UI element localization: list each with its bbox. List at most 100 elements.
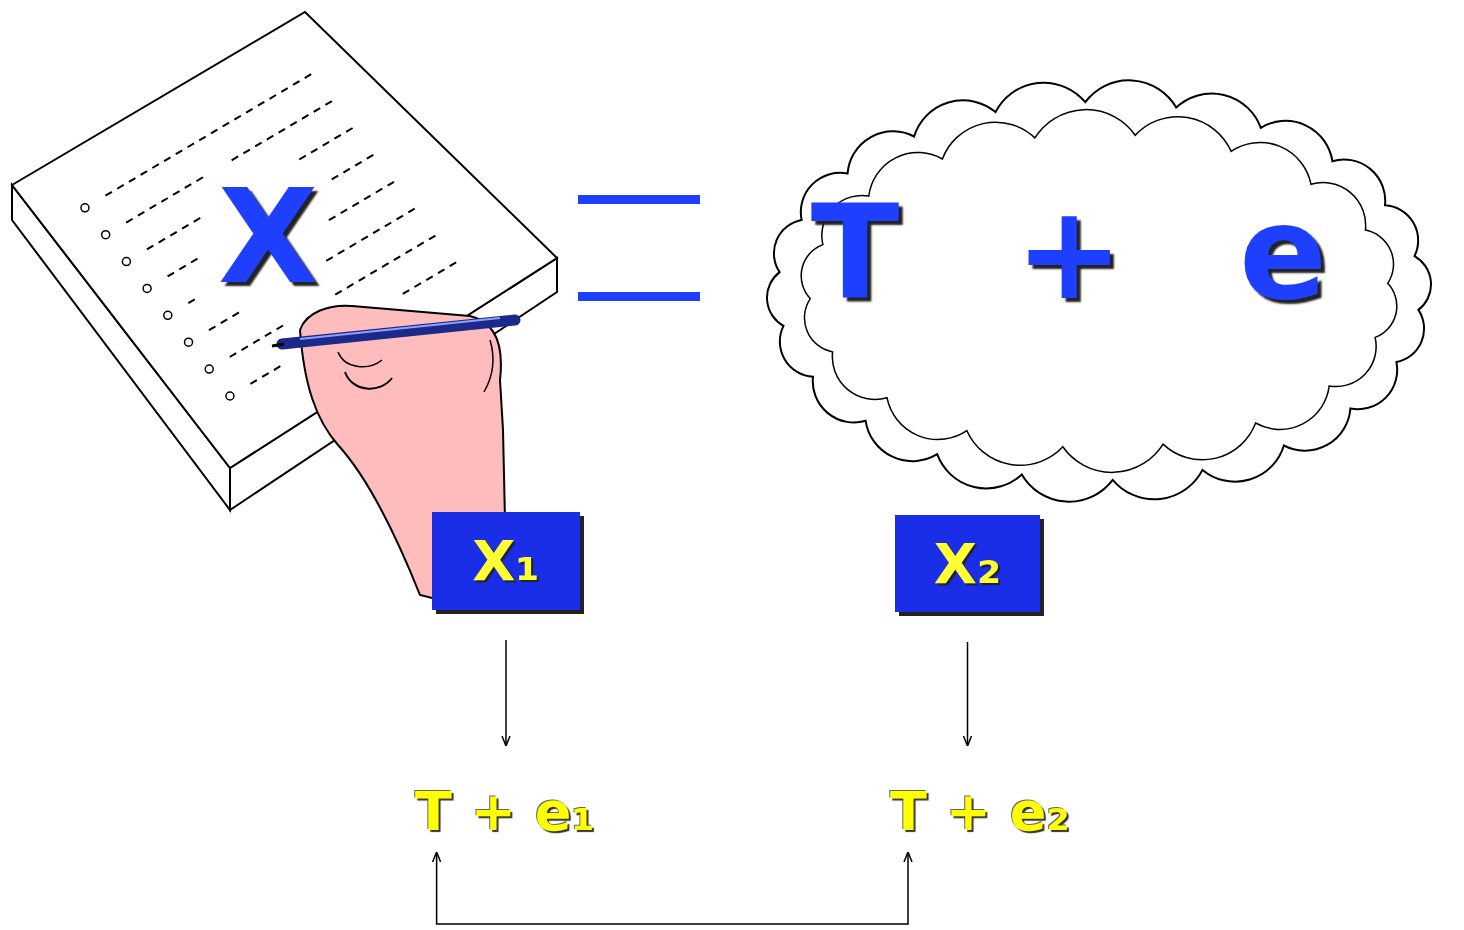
sheet-scribble — [311, 149, 317, 153]
answer-bubble — [122, 258, 130, 266]
sheet-scribble — [415, 283, 421, 287]
sheet-scribble — [168, 273, 174, 277]
sheet-scribble — [370, 270, 376, 274]
sheet-scribble — [188, 299, 194, 303]
sheet-scribble — [170, 232, 176, 236]
answer-bubble — [185, 338, 193, 346]
sheet-scribble — [164, 157, 170, 161]
sheet-scribble — [438, 269, 444, 273]
sheet-scribble — [176, 150, 182, 154]
sheet-scribble — [323, 142, 329, 146]
answer-bubble — [81, 204, 89, 212]
connector-arrow — [505, 640, 507, 745]
sheet-scribble — [191, 259, 197, 263]
sheet-scribble — [408, 209, 414, 213]
sheet-scribble — [281, 88, 287, 92]
sheet-scribble — [305, 74, 311, 78]
observed-score-symbol: X — [218, 172, 318, 302]
sheet-scribble — [241, 346, 247, 350]
sheet-scribble — [188, 143, 194, 147]
sheet-scribble — [223, 123, 229, 127]
sheet-scribble — [293, 81, 299, 85]
sheet-scribble — [138, 212, 144, 216]
sheet-scribble — [347, 284, 353, 288]
cloud-outer — [767, 80, 1431, 501]
cloud-text: T + e — [811, 188, 1327, 318]
score-decomposition: T + e₂ — [855, 772, 1105, 852]
answer-bubble — [143, 284, 151, 292]
sheet-scribble — [429, 236, 435, 240]
connector-arrow — [437, 853, 908, 924]
sheet-scribble — [258, 102, 264, 106]
sheet-scribble — [385, 222, 391, 226]
sheet-scribble — [250, 380, 256, 384]
sheet-scribble — [274, 366, 280, 370]
sheet-scribble — [302, 115, 308, 119]
formula-text: T + e₂ — [890, 785, 1070, 839]
sheet-scribble — [159, 239, 165, 243]
sheet-scribble — [277, 326, 283, 330]
answer-bubble — [164, 311, 172, 319]
sheet-scribble — [364, 196, 370, 200]
sheet-scribble — [194, 218, 200, 222]
sheet-scribble — [397, 216, 403, 220]
sheet-scribble — [179, 266, 185, 270]
sheet-scribble — [185, 184, 191, 188]
sheet-scribble — [338, 250, 344, 254]
thought-cloud: T + e — [738, 62, 1460, 520]
sheet-scribble — [161, 198, 167, 202]
sheet-scribble — [211, 130, 217, 134]
sheet-scribble — [232, 312, 238, 316]
sheet-scribble — [150, 205, 156, 209]
sheet-scribble — [376, 189, 382, 193]
sheet-scribble — [343, 169, 349, 173]
sheet-scribble — [279, 129, 285, 133]
sheet-scribble — [359, 277, 365, 281]
sheet-scribble — [246, 109, 252, 113]
sheet-scribble — [262, 373, 268, 377]
sheet-scribble — [352, 203, 358, 207]
sheet-scribble — [355, 162, 361, 166]
sheet-scribble — [117, 185, 123, 189]
sheet-scribble — [147, 246, 153, 250]
sheet-scribble — [265, 332, 271, 336]
answer-bubble — [102, 231, 110, 239]
sheet-scribble — [234, 116, 240, 120]
equals-sign — [578, 195, 700, 301]
sheet-scribble — [267, 136, 273, 140]
sheet-scribble — [173, 191, 179, 195]
sheet-scribble — [373, 229, 379, 233]
formula-text: T + e₁ — [415, 785, 595, 839]
sheet-scribble — [426, 276, 432, 280]
sheet-scribble — [209, 326, 215, 330]
sheet-scribble — [367, 155, 373, 159]
score-decomposition: T + e₁ — [380, 772, 630, 852]
sheet-scribble — [197, 177, 203, 181]
sheet-scribble — [326, 257, 332, 261]
sheet-scribble — [230, 353, 236, 357]
score-box: X₂ — [895, 515, 1040, 612]
sheet-scribble — [232, 156, 238, 160]
sheet-scribble — [341, 209, 347, 213]
sheet-scribble — [105, 192, 111, 196]
sheet-scribble — [270, 95, 276, 99]
sheet-scribble — [141, 171, 147, 175]
sheet-scribble — [332, 176, 338, 180]
sheet-scribble — [450, 262, 456, 266]
sheet-scribble — [182, 225, 188, 229]
sheet-scribble — [290, 122, 296, 126]
sheet-scribble — [199, 137, 205, 141]
sheet-scribble — [394, 256, 400, 260]
sheet-scribble — [403, 290, 409, 294]
sheet-scribble — [253, 339, 259, 343]
sheet-scribble — [329, 216, 335, 220]
sheet-scribble — [334, 135, 340, 139]
sheet-scribble — [299, 156, 305, 160]
sheet-scribble — [126, 219, 132, 223]
sheet-scribble — [221, 319, 227, 323]
sheet-scribble — [361, 236, 367, 240]
answer-bubble — [205, 365, 213, 373]
sheet-scribble — [350, 243, 356, 247]
connector-arrow — [967, 642, 969, 745]
sheet-scribble — [129, 178, 135, 182]
